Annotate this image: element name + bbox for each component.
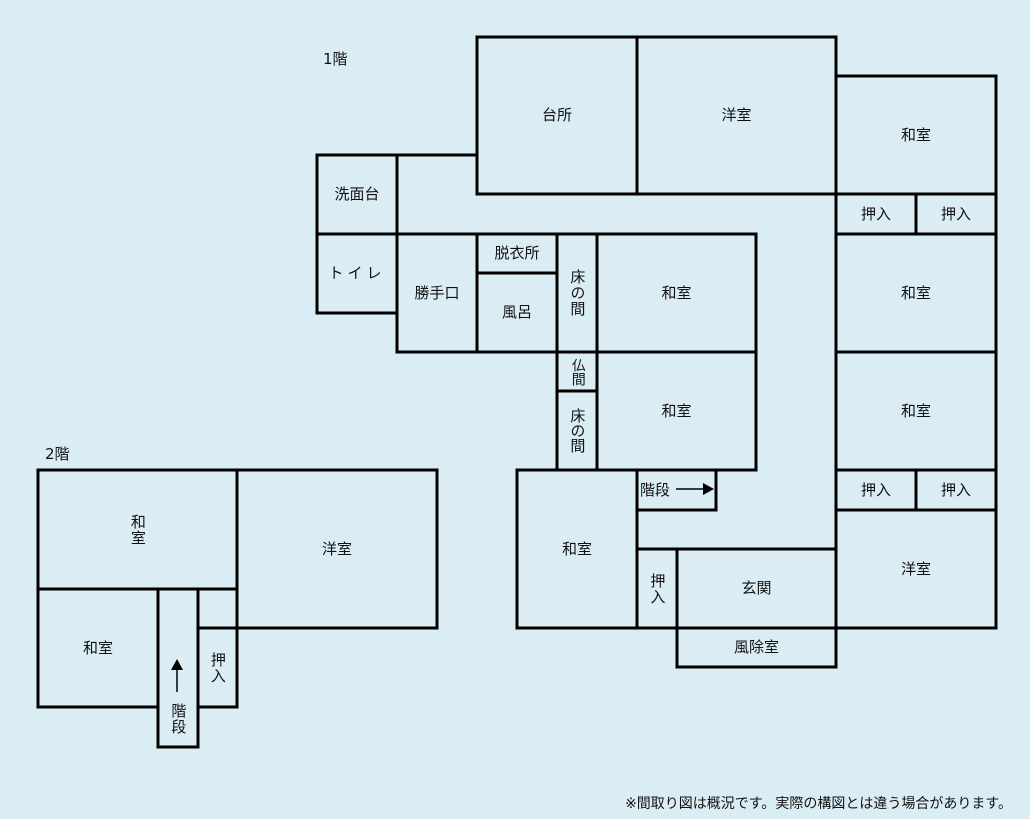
label-western-top: 洋室 [721,106,752,125]
room-windbreak [675,626,838,669]
label-kitchen: 台所 [541,106,572,125]
room-stairs-1f [635,468,718,512]
disclaimer-note: ※間取り図は概況です。実際の構図とは違う場合があります。 [625,796,1012,812]
label-closet-5: 押入 [648,572,667,605]
arrow-head-icon [171,659,183,670]
label-back-door: 勝手口 [414,283,460,302]
closet-2f [196,626,239,709]
label-2f-japanese-bottom: 和室 [82,638,113,657]
label-closet-4: 押入 [940,480,971,499]
label-japanese-s: 和室 [561,539,592,558]
label-japanese-e3: 和室 [900,401,931,420]
floor-1-title: 1階 [323,50,348,68]
label-japanese-e2: 和室 [900,283,931,302]
label-windbreak: 風除室 [733,638,779,657]
room-2f-western [235,468,439,630]
label-2f-western: 洋室 [321,539,352,558]
label-2f-closet: 押入 [208,651,227,684]
label-closet-3: 押入 [860,480,891,499]
label-closet-1: 押入 [860,204,891,223]
label-japanese-ne: 和室 [900,125,931,144]
label-japanese-c2: 和室 [661,401,692,420]
label-dressing: 脱衣所 [494,244,540,263]
floor-2-title: 2階 [45,445,70,463]
label-japanese-c1: 和室 [661,283,692,302]
label-bath: 風呂 [501,303,532,322]
label-alcove-1: 床の間 [568,269,587,317]
label-altar: 仏間 [569,357,586,386]
label-entrance: 玄関 [741,579,772,598]
label-2f-stairs: 階段 [169,703,188,735]
label-toilet: トイレ [328,264,386,283]
label-closet-2: 押入 [940,204,971,223]
label-stairs-1f: 階段 [640,480,671,499]
label-alcove-2: 床の間 [568,408,587,453]
label-2f-japanese-top: 和室 [128,513,147,546]
label-washbasin: 洗面台 [334,185,380,204]
arrow-head-icon [703,483,714,495]
label-western-se: 洋室 [900,559,931,578]
